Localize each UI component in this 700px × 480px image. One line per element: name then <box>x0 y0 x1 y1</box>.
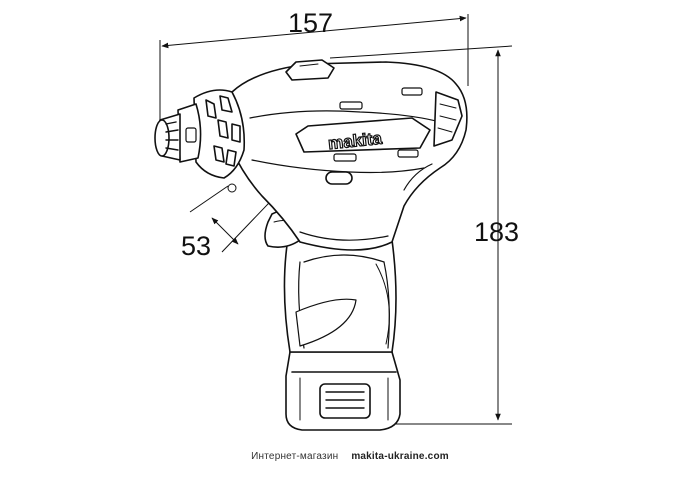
height-value: 183 <box>474 217 519 247</box>
gear-housing <box>193 89 246 193</box>
footer: Интернет-магазин makita-ukraine.com <box>0 451 700 462</box>
height-dimension <box>329 45 513 425</box>
site-link[interactable]: makita-ukraine.com <box>351 451 449 462</box>
length-value: 157 <box>288 8 333 38</box>
length-dimension <box>159 14 469 120</box>
store-label: Интернет-магазин <box>251 451 339 462</box>
driver-tool <box>154 59 468 431</box>
brand-plate <box>295 117 431 153</box>
battery-pack <box>285 351 401 431</box>
led-light <box>325 171 353 185</box>
bit-chuck <box>154 103 202 163</box>
direction-switch <box>285 59 335 81</box>
rear-vents <box>433 91 463 147</box>
vent-slots <box>333 87 423 162</box>
brand-logo: makita <box>327 129 383 154</box>
head-height-value: 53 <box>181 231 211 261</box>
